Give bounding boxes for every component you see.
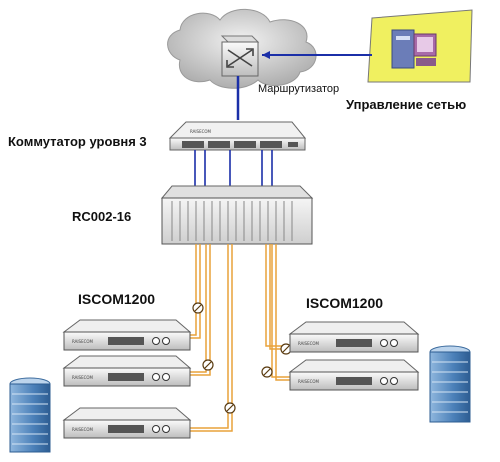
fiber-connector-icon — [261, 366, 273, 378]
svg-text:RAISECOM: RAISECOM — [72, 427, 94, 432]
building-icon-right — [429, 345, 471, 423]
management-link — [262, 51, 372, 59]
l3-switch-label: Коммутатор уровня 3 — [8, 134, 147, 149]
computer-icon — [391, 29, 437, 69]
fiber-connector-icon — [192, 302, 204, 314]
l3-switch: RAISECOM — [168, 121, 307, 151]
router-arrows-icon — [226, 48, 254, 68]
fiber-connector-icon — [224, 402, 236, 414]
iscom-switch: RAISECOM — [62, 407, 192, 439]
iscom-left-label: ISCOM1200 — [78, 291, 155, 307]
iscom-switch: RAISECOM — [288, 321, 420, 353]
router — [220, 35, 260, 77]
rc-label: RC002-16 — [72, 209, 131, 224]
fiber-links — [188, 244, 290, 432]
building-icon-left — [9, 377, 51, 453]
rc002-chassis — [160, 185, 314, 245]
iscom-left-stack: RAISECOM RAISECOM RAISECOM — [62, 319, 192, 439]
iscom-switch: RAISECOM — [62, 319, 192, 351]
svg-text:RAISECOM: RAISECOM — [298, 379, 320, 384]
svg-text:RAISECOM: RAISECOM — [72, 375, 94, 380]
svg-text:RAISECOM: RAISECOM — [72, 339, 94, 344]
router-label: Маршрутизатор — [258, 83, 339, 95]
svg-text:RAISECOM: RAISECOM — [190, 129, 212, 134]
iscom-right-label: ISCOM1200 — [306, 295, 383, 311]
management-label: Управление сетью — [346, 97, 466, 112]
iscom-switch: RAISECOM — [288, 359, 420, 391]
fiber-connectors — [192, 302, 292, 414]
svg-text:RAISECOM: RAISECOM — [298, 341, 320, 346]
fiber-connector-icon — [280, 343, 292, 355]
iscom-switch: RAISECOM — [62, 355, 192, 387]
iscom-right-stack: RAISECOM RAISECOM — [288, 321, 420, 391]
management-station — [367, 9, 473, 83]
fiber-connector-icon — [202, 359, 214, 371]
